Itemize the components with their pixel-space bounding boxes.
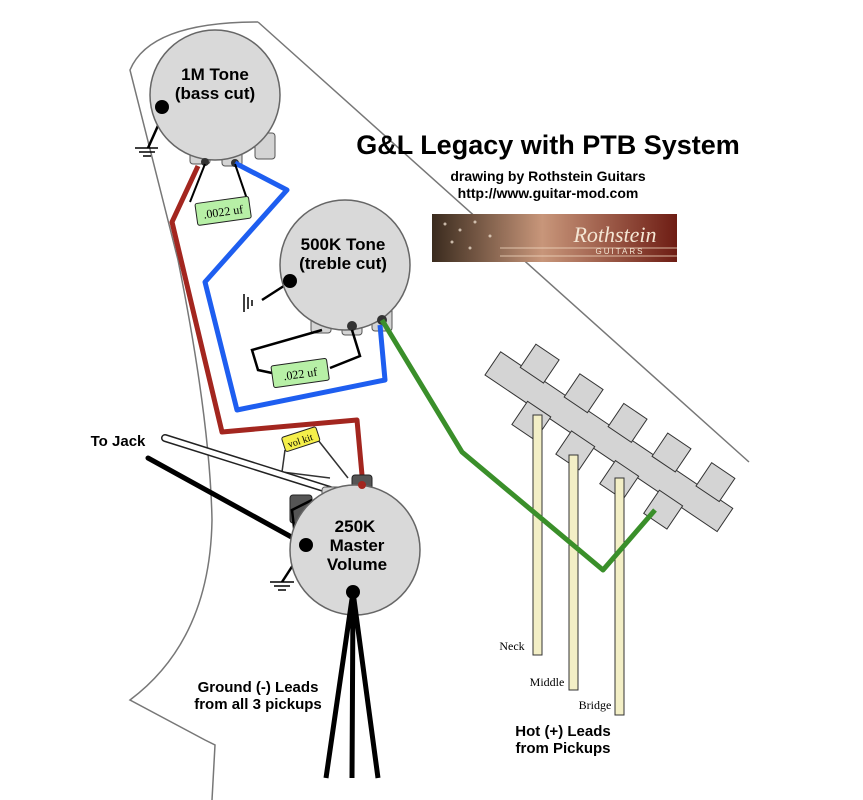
tone-pot-bass (149, 29, 281, 167)
pickup-lead-neck (532, 414, 543, 656)
cap-022uf (270, 357, 330, 389)
volume-pot-label-3: Volume (327, 555, 387, 574)
volume-pot-label-1: 250K (335, 517, 376, 536)
jack-hot-wire-inner (162, 435, 333, 493)
credit-line-1: drawing by Rothstein Guitars (450, 168, 645, 184)
cap-0022uf-label: .0022 uf (202, 202, 244, 221)
tone-pot-treble-label-1: 500K Tone (301, 235, 386, 254)
pickup-lead-middle (568, 454, 579, 691)
ground-leads (323, 591, 381, 779)
cap1-lead-left (189, 163, 206, 203)
hot-label-2: from Pickups (515, 740, 610, 757)
pickup-label-neck: Neck (499, 639, 524, 653)
blue-wire (202, 160, 388, 413)
vol-kit-part (281, 426, 321, 452)
cap-0022uf (194, 195, 252, 226)
volume-pot-label-2: Master (330, 536, 385, 555)
selector-switch (484, 343, 736, 533)
tone-pot-treble-label-2: (treble cut) (299, 254, 387, 273)
to-jack-label: To Jack (91, 433, 146, 450)
cap2-lead-right (329, 329, 362, 370)
jack-ground-wire (145, 455, 309, 548)
tone-pot-treble (279, 199, 411, 336)
cap-022uf-label: .022 uf (282, 365, 318, 384)
diagram-title: G&L Legacy with PTB System (356, 130, 740, 160)
logo-text: Rothstein (572, 222, 656, 247)
green-wire (379, 318, 657, 573)
cap1-lead-right (234, 163, 249, 203)
pickup-label-bridge: Bridge (579, 698, 612, 712)
logo-subtext: GUITARS (596, 247, 645, 256)
pickup-lead-bridge (614, 477, 625, 716)
hot-label-1: Hot (+) Leads (515, 723, 610, 740)
credit-line-2: http://www.guitar-mod.com (458, 185, 639, 201)
ground-label-1: Ground (-) Leads (198, 679, 319, 696)
tone-pot-bass-label-2: (bass cut) (175, 84, 255, 103)
tone-pot-bass-label-1: 1M Tone (181, 65, 249, 84)
pickup-label-middle: Middle (530, 675, 565, 689)
red-wire (169, 164, 365, 476)
ground-label-2: from all 3 pickups (194, 696, 322, 713)
rothstein-logo (432, 214, 677, 262)
cap2-lead-left (250, 328, 323, 375)
